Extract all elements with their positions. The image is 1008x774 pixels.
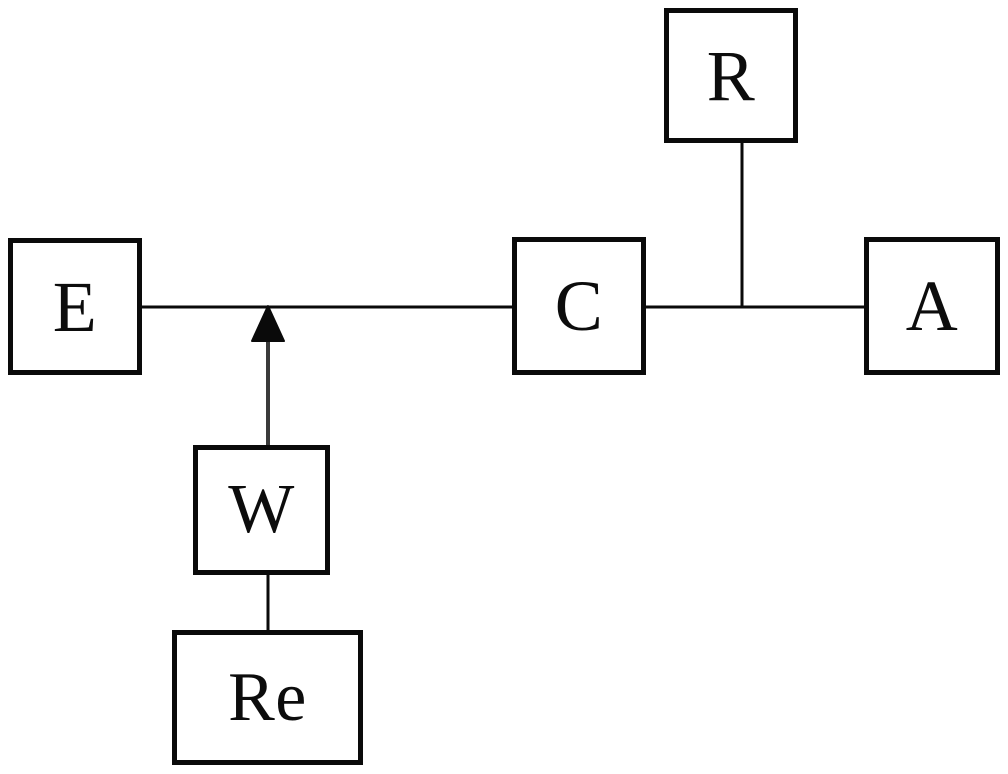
node-e[interactable]: E — [8, 238, 142, 375]
edge-w-e-arrowhead — [251, 305, 285, 342]
node-w-label: W — [228, 471, 295, 548]
node-re-label: Re — [228, 658, 307, 736]
node-re[interactable]: Re — [172, 630, 363, 765]
node-c-label: C — [554, 266, 604, 346]
node-a-label: A — [905, 266, 959, 346]
node-r-label: R — [706, 35, 756, 116]
node-e-label: E — [52, 266, 98, 347]
node-a[interactable]: A — [864, 237, 1000, 375]
node-w[interactable]: W — [193, 445, 330, 575]
node-c[interactable]: C — [512, 237, 646, 375]
node-r[interactable]: R — [664, 8, 798, 143]
